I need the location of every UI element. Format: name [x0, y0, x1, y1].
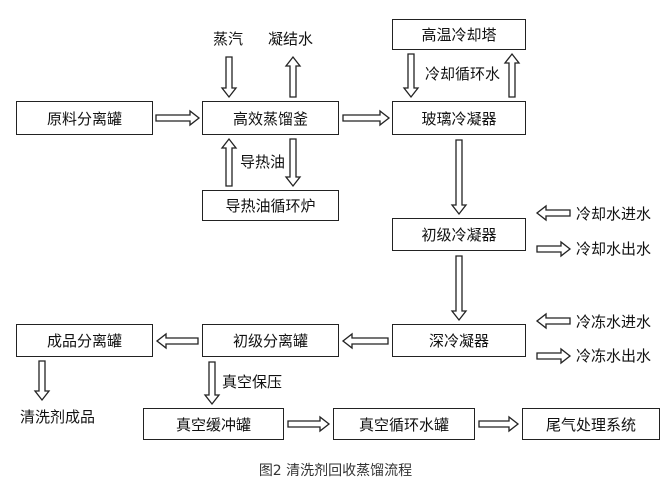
figure-caption: 图2 清洗剂回收蒸馏流程: [258, 463, 413, 479]
arrow-cw-in: [535, 204, 571, 222]
arrow-steam-in: [220, 56, 238, 99]
arrow-buffer-to-tank: [287, 415, 331, 433]
arrow-raw-to-still: [155, 109, 201, 127]
arrow-fw-in: [535, 312, 571, 330]
product-label: 清洗剂成品: [20, 408, 96, 426]
primary-condenser-box: 初级冷凝器: [392, 218, 526, 251]
arrow-tank-to-tailgas: [478, 415, 520, 433]
deep-condenser-box: 深冷凝器: [392, 324, 526, 357]
arrow-product-out: [33, 360, 51, 402]
cooling-loop-label: 冷却循环水: [425, 65, 501, 83]
arrow-fw-out: [536, 347, 572, 365]
oil-furnace-box: 导热油循环炉: [202, 190, 339, 221]
steam-label: 蒸汽: [213, 30, 244, 48]
arrow-vacuum-down: [203, 361, 221, 406]
fw-in-label: 冷冻水进水: [576, 313, 652, 331]
arrow-oil-down: [284, 138, 302, 188]
arrow-separator-to-product: [155, 332, 199, 350]
arrow-oil-up: [220, 137, 238, 187]
tail-gas-box: 尾气处理系统: [522, 408, 660, 440]
fw-out-label: 冷冻水出水: [576, 347, 652, 365]
condensate-label: 凝结水: [268, 30, 314, 48]
still-box: 高效蒸馏釜: [202, 101, 339, 135]
cw-in-label: 冷却水进水: [576, 205, 652, 223]
product-separator-box: 成品分离罐: [16, 324, 153, 357]
arrow-primary-to-deep: [450, 255, 468, 322]
glass-condenser-box: 玻璃冷凝器: [392, 101, 526, 135]
arrow-cooling-up: [503, 52, 521, 98]
vacuum-tank-box: 真空循环水罐: [333, 408, 475, 440]
vacuum-label: 真空保压: [222, 373, 283, 391]
arrow-cw-out: [536, 240, 572, 258]
cooling-tower-box: 高温冷却塔: [392, 19, 526, 50]
vacuum-buffer-box: 真空缓冲罐: [143, 408, 284, 440]
raw-separator-box: 原料分离罐: [16, 101, 153, 135]
cw-out-label: 冷却水出水: [576, 240, 652, 258]
arrow-still-to-glass: [342, 109, 391, 127]
primary-separator-box: 初级分离罐: [202, 324, 339, 357]
arrow-glass-to-primary: [450, 139, 468, 216]
arrow-cooling-down: [402, 53, 420, 99]
arrow-deep-to-separator: [341, 332, 389, 350]
arrow-condensate-out: [284, 55, 302, 98]
heat-oil-label: 导热油: [240, 153, 286, 171]
